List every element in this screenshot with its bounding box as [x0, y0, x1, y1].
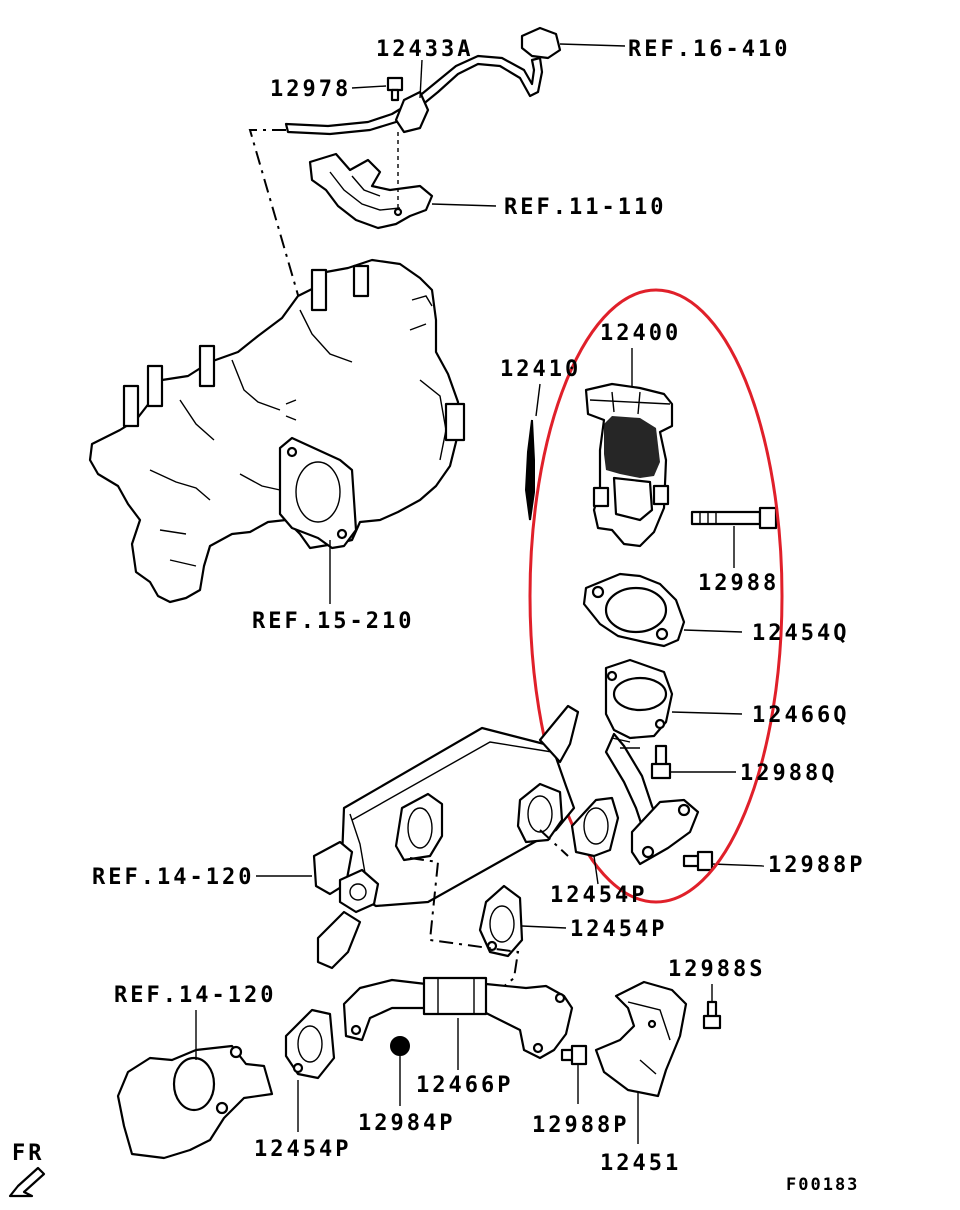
label-12988Q: 12988Q [740, 761, 837, 786]
label-12978: 12978 [270, 77, 351, 102]
label-12988: 12988 [698, 571, 779, 596]
label-figure-code: F00183 [786, 1175, 859, 1195]
label-ref-15-210: REF.15-210 [252, 609, 414, 634]
egr-gasket-12410 [524, 383, 541, 521]
label-ref-14-120-top: REF.14-120 [92, 865, 254, 890]
bracket-12451 [594, 980, 688, 1144]
label-fr: FR [12, 1141, 45, 1166]
label-12400: 12400 [600, 321, 681, 346]
nut-12984P [390, 1036, 410, 1106]
front-arrow-icon [8, 1166, 46, 1198]
label-12454P-bottom: 12454P [254, 1137, 351, 1162]
label-ref-16-410: REF.16-410 [628, 37, 790, 62]
label-12988S: 12988S [668, 957, 765, 982]
highlight-circle [528, 288, 784, 904]
label-12988P-right: 12988P [768, 853, 865, 878]
label-12454P-mid: 12454P [570, 917, 667, 942]
label-ref-14-120-bottom: REF.14-120 [114, 983, 276, 1008]
egr-valve-12400 [584, 348, 674, 548]
egr-pipe-12466P [342, 976, 574, 1070]
gasket-12454Q [582, 572, 743, 648]
label-12466P: 12466P [416, 1073, 513, 1098]
label-12984P: 12984P [358, 1111, 455, 1136]
leader-dashed-cooler [409, 829, 569, 989]
label-12410: 12410 [500, 357, 581, 382]
intake-manifold [88, 258, 466, 604]
label-12466Q: 12466Q [752, 703, 849, 728]
egr-pipe-12466Q [604, 658, 743, 866]
egr-cooler [256, 704, 580, 970]
label-12454P-cooler: 12454P [550, 883, 647, 908]
label-ref-11-110: REF.11-110 [504, 195, 666, 220]
vacuum-hose-assembly [284, 26, 626, 230]
bolt-12988 [690, 506, 778, 568]
label-12454Q: 12454Q [752, 621, 849, 646]
gasket-12454P-bottom [284, 1008, 336, 1132]
gasket-12454P-cooler [570, 796, 620, 885]
bolt-12988P-right [682, 850, 765, 872]
label-12988P-bottom: 12988P [532, 1113, 629, 1138]
egr-outlet-ref-14-120 [116, 1010, 274, 1160]
bolt-12988Q [650, 744, 736, 780]
gasket-12454P-mid [478, 884, 567, 958]
label-12433A: 12433A [376, 37, 473, 62]
bolt-12988S [702, 984, 722, 1030]
label-12451: 12451 [600, 1151, 681, 1176]
bolt-12988P-bottom [560, 1044, 588, 1104]
